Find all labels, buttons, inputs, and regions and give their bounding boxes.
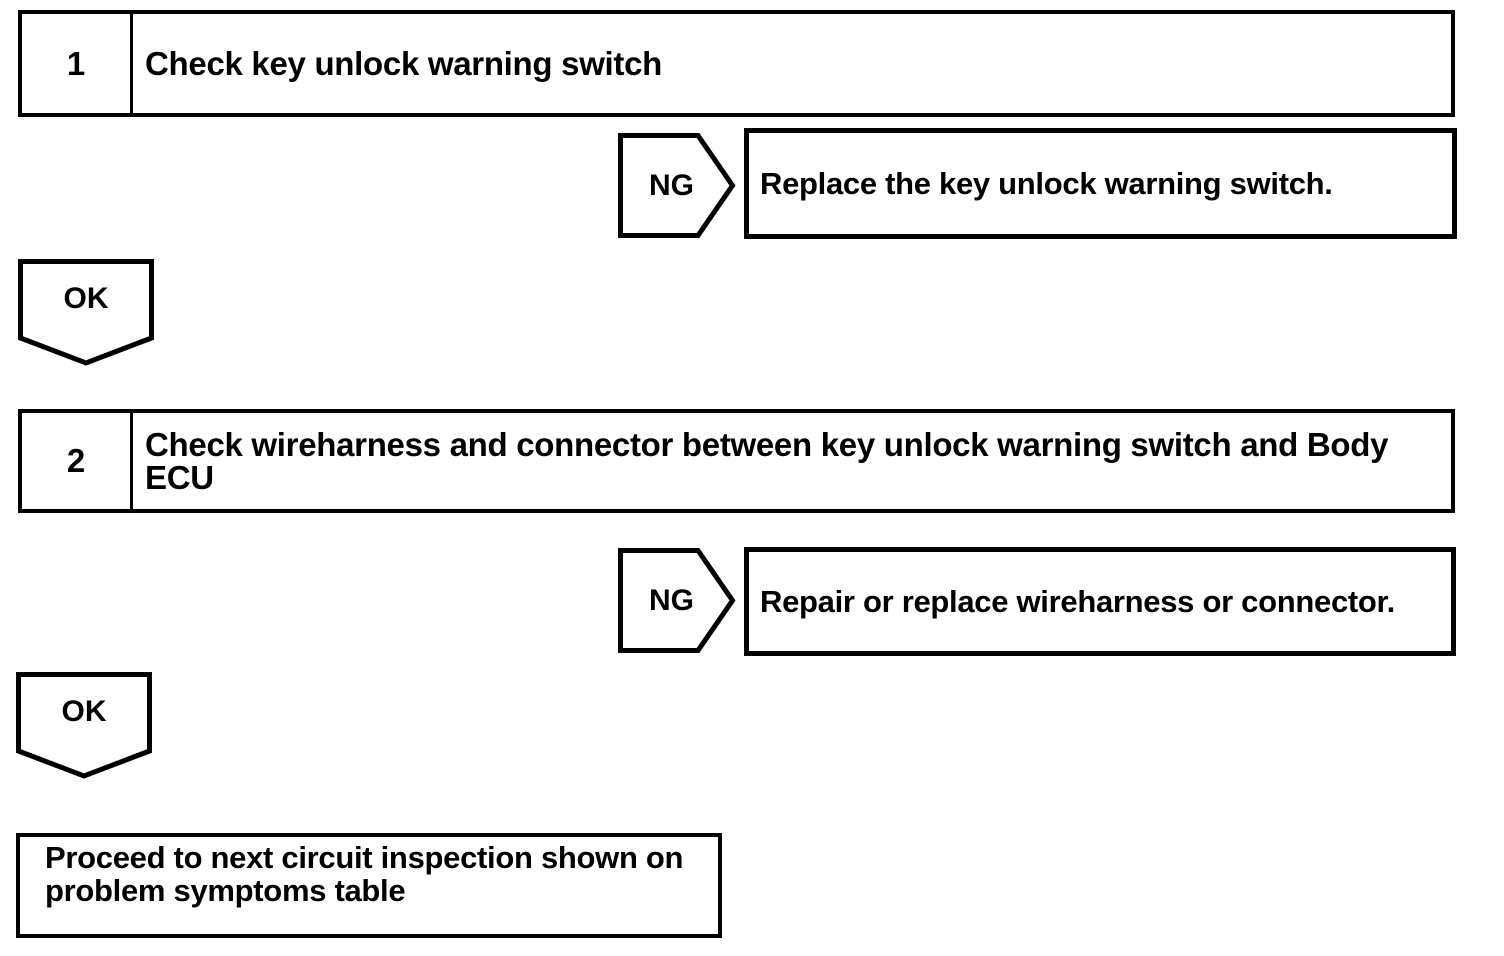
ok-1-shape: OK <box>18 259 154 366</box>
step-2-number: 2 <box>66 442 86 479</box>
ng-arrow-icon <box>618 548 736 653</box>
ng-2-result-text: Repair or replace wireharness or connect… <box>760 583 1395 619</box>
ng-1-result-text: Replace the key unlock warning switch. <box>760 165 1333 201</box>
ok-arrow-icon <box>18 259 154 366</box>
step-1-title: Check key unlock warning switch <box>145 45 663 82</box>
ng-2-shape: NG <box>618 548 736 653</box>
step-2-box: 2 Check wireharness and connector betwee… <box>18 409 1455 513</box>
ng-arrow-icon <box>618 133 736 238</box>
ok-2-label: OK <box>61 695 107 728</box>
step-1-box: 1 Check key unlock warning switch <box>18 10 1455 117</box>
ng-1-result-box: Replace the key unlock warning switch. <box>744 128 1457 239</box>
terminal-text: Proceed to next circuit inspection shown… <box>45 840 684 908</box>
step-2-title: Check wireharness and connector between … <box>145 426 1389 496</box>
ng-2-label: NG <box>649 583 694 617</box>
ok-arrow-icon <box>16 672 152 779</box>
ok-2-shape: OK <box>16 672 152 779</box>
terminal-box: Proceed to next circuit inspection shown… <box>16 833 722 938</box>
ng-1-label: NG <box>649 168 694 202</box>
step-1-number-cell: 1 <box>22 14 133 113</box>
ok-1-label: OK <box>63 282 109 315</box>
ng-2-result-box: Repair or replace wireharness or connect… <box>744 547 1456 656</box>
ng-1-shape: NG <box>618 133 736 238</box>
step-2-number-cell: 2 <box>22 413 133 509</box>
step-1-number: 1 <box>66 44 86 82</box>
